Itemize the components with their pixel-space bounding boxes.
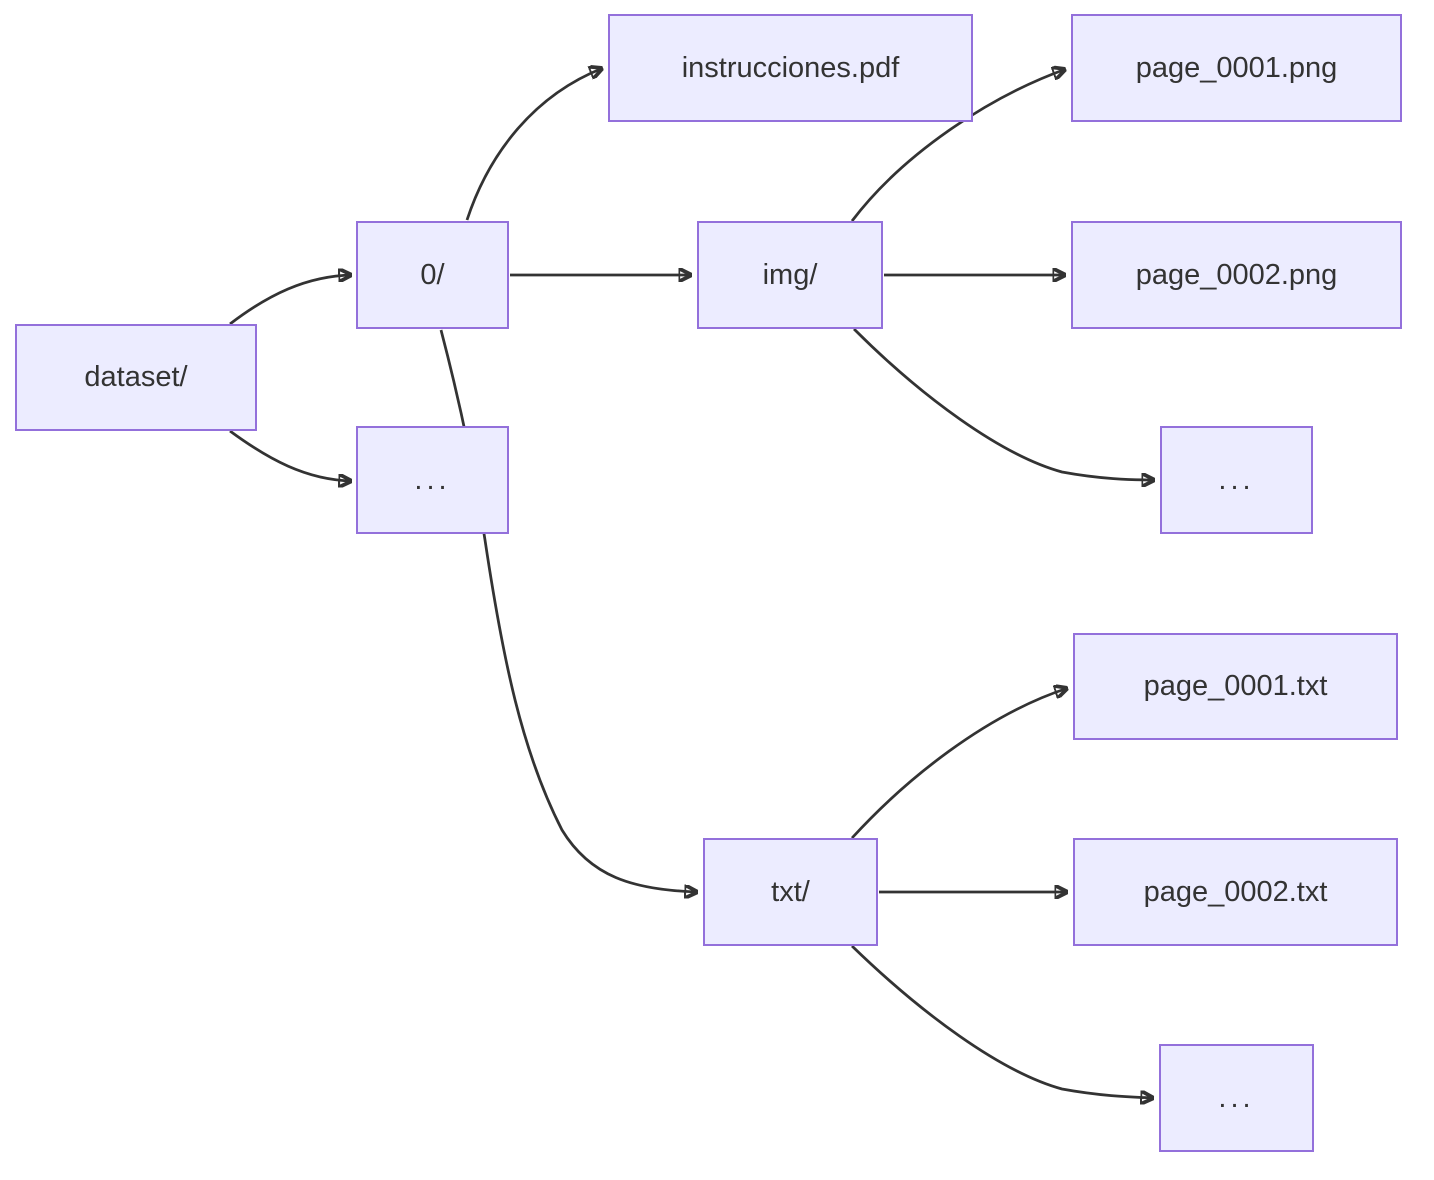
edge-txt-to-page0001txt xyxy=(850,688,1068,839)
node-ellipsis-img: ... xyxy=(1160,426,1313,534)
node-txt-dir: txt/ xyxy=(703,838,878,946)
node-instrucciones-pdf: instrucciones.pdf xyxy=(608,14,973,122)
edge-0-to-instrucciones xyxy=(465,68,603,221)
node-page-0002-txt: page_0002.txt xyxy=(1073,838,1398,946)
node-dataset-dir: dataset/ xyxy=(15,324,257,431)
node-ellipsis-txt: ... xyxy=(1159,1044,1314,1152)
edge-0-to-txt xyxy=(439,329,698,892)
edge-dataset-to-0 xyxy=(229,275,352,326)
edge-txt-to-dots-txt xyxy=(851,945,1154,1098)
node-page-0002-png: page_0002.png xyxy=(1071,221,1402,329)
edge-img-to-dots-img xyxy=(853,328,1155,480)
node-ellipsis-root: ... xyxy=(356,426,509,534)
node-0-dir: 0/ xyxy=(356,221,509,329)
node-img-dir: img/ xyxy=(697,221,883,329)
node-page-0001-txt: page_0001.txt xyxy=(1073,633,1398,740)
node-page-0001-png: page_0001.png xyxy=(1071,14,1402,122)
edge-dataset-to-dots-root xyxy=(229,429,352,481)
